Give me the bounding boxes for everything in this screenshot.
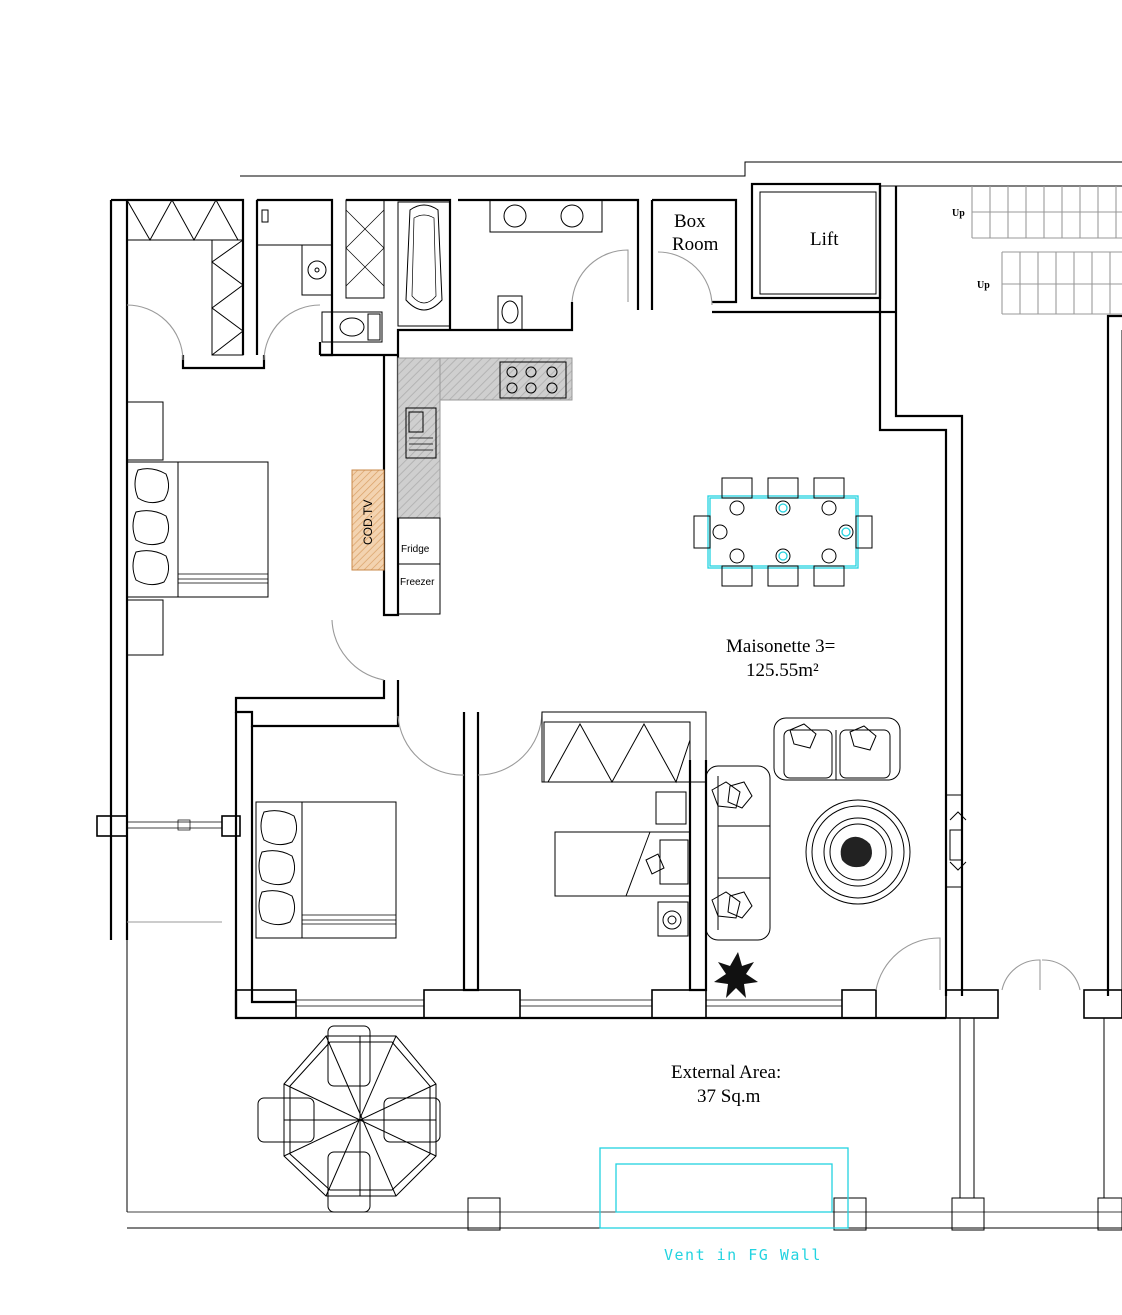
plant [714, 952, 758, 998]
sofa-top [773, 717, 901, 781]
coffee-table-round [805, 799, 911, 905]
stairs-up-label-2: Up [977, 280, 990, 291]
kitchen-worktop [397, 357, 573, 519]
bottom-windows [235, 989, 877, 1019]
box-room: Box Room [672, 211, 719, 255]
freezer-label: Freezer [400, 577, 435, 588]
ensuite-bathroom [256, 199, 385, 343]
fridge-label: Fridge [401, 544, 430, 555]
external-area [126, 940, 1122, 1231]
vent-marker: Vent in FG Wall [599, 1147, 849, 1264]
stairs-up-label-1: Up [952, 208, 965, 219]
stairs-upper: Up [952, 186, 1122, 239]
outdoor-dining-set [257, 1025, 441, 1213]
door-right-wall [945, 794, 967, 888]
tv-unit: COD.TV [351, 469, 385, 571]
tv-label: COD.TV [361, 500, 375, 545]
external-area-label-2: 37 Sq.m [697, 1086, 761, 1107]
adjacent-unit-walls [945, 314, 1122, 1019]
fridge-freezer: Fridge Freezer [397, 517, 441, 615]
wardrobe-top-left [126, 198, 244, 356]
box-room-label-1: Box [674, 211, 706, 232]
sofa-left [705, 765, 771, 941]
vent-label: Vent in FG Wall [664, 1246, 822, 1264]
external-area-label-1: External Area: [671, 1062, 781, 1083]
bed-bedroom-1 [126, 401, 269, 656]
main-bathroom [397, 199, 603, 331]
dining-table [693, 477, 873, 587]
site-boundary [240, 161, 1122, 187]
bed-bedroom-2 [255, 801, 397, 939]
bed-bedroom-3 [554, 791, 691, 937]
door-swings [126, 249, 941, 991]
box-room-label-2: Room [672, 234, 719, 255]
maisonette-label-2: 125.55m² [746, 660, 819, 681]
exterior-walls [96, 186, 964, 1020]
lift: Lift [750, 182, 882, 300]
wardrobe-bedroom-3 [541, 711, 707, 784]
lift-label: Lift [810, 229, 839, 250]
stairs-lower: Up [977, 251, 1122, 315]
maisonette-label-1: Maisonette 3= [726, 636, 835, 657]
